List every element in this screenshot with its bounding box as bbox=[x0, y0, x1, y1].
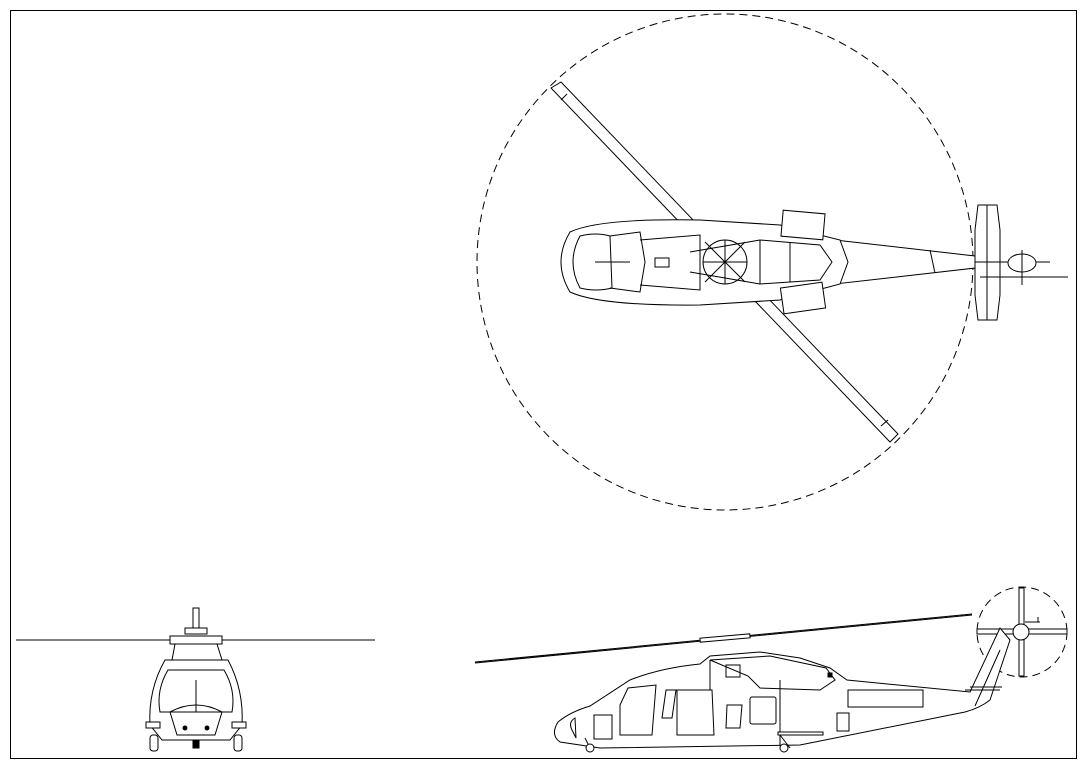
side-fuselage bbox=[554, 627, 1011, 749]
tail-boom bbox=[834, 239, 976, 285]
tail-fin-top bbox=[974, 204, 1068, 321]
side-landing-gear bbox=[584, 731, 824, 753]
front-landing-gear bbox=[149, 734, 243, 752]
front-view bbox=[16, 607, 375, 752]
front-mast bbox=[192, 607, 200, 631]
tail-rotor bbox=[976, 587, 1068, 677]
side-view bbox=[474, 586, 1068, 753]
top-view bbox=[476, 13, 1068, 511]
rotor-hub bbox=[689, 239, 761, 285]
front-fuselage bbox=[145, 659, 247, 741]
drawing-border bbox=[10, 10, 1077, 759]
